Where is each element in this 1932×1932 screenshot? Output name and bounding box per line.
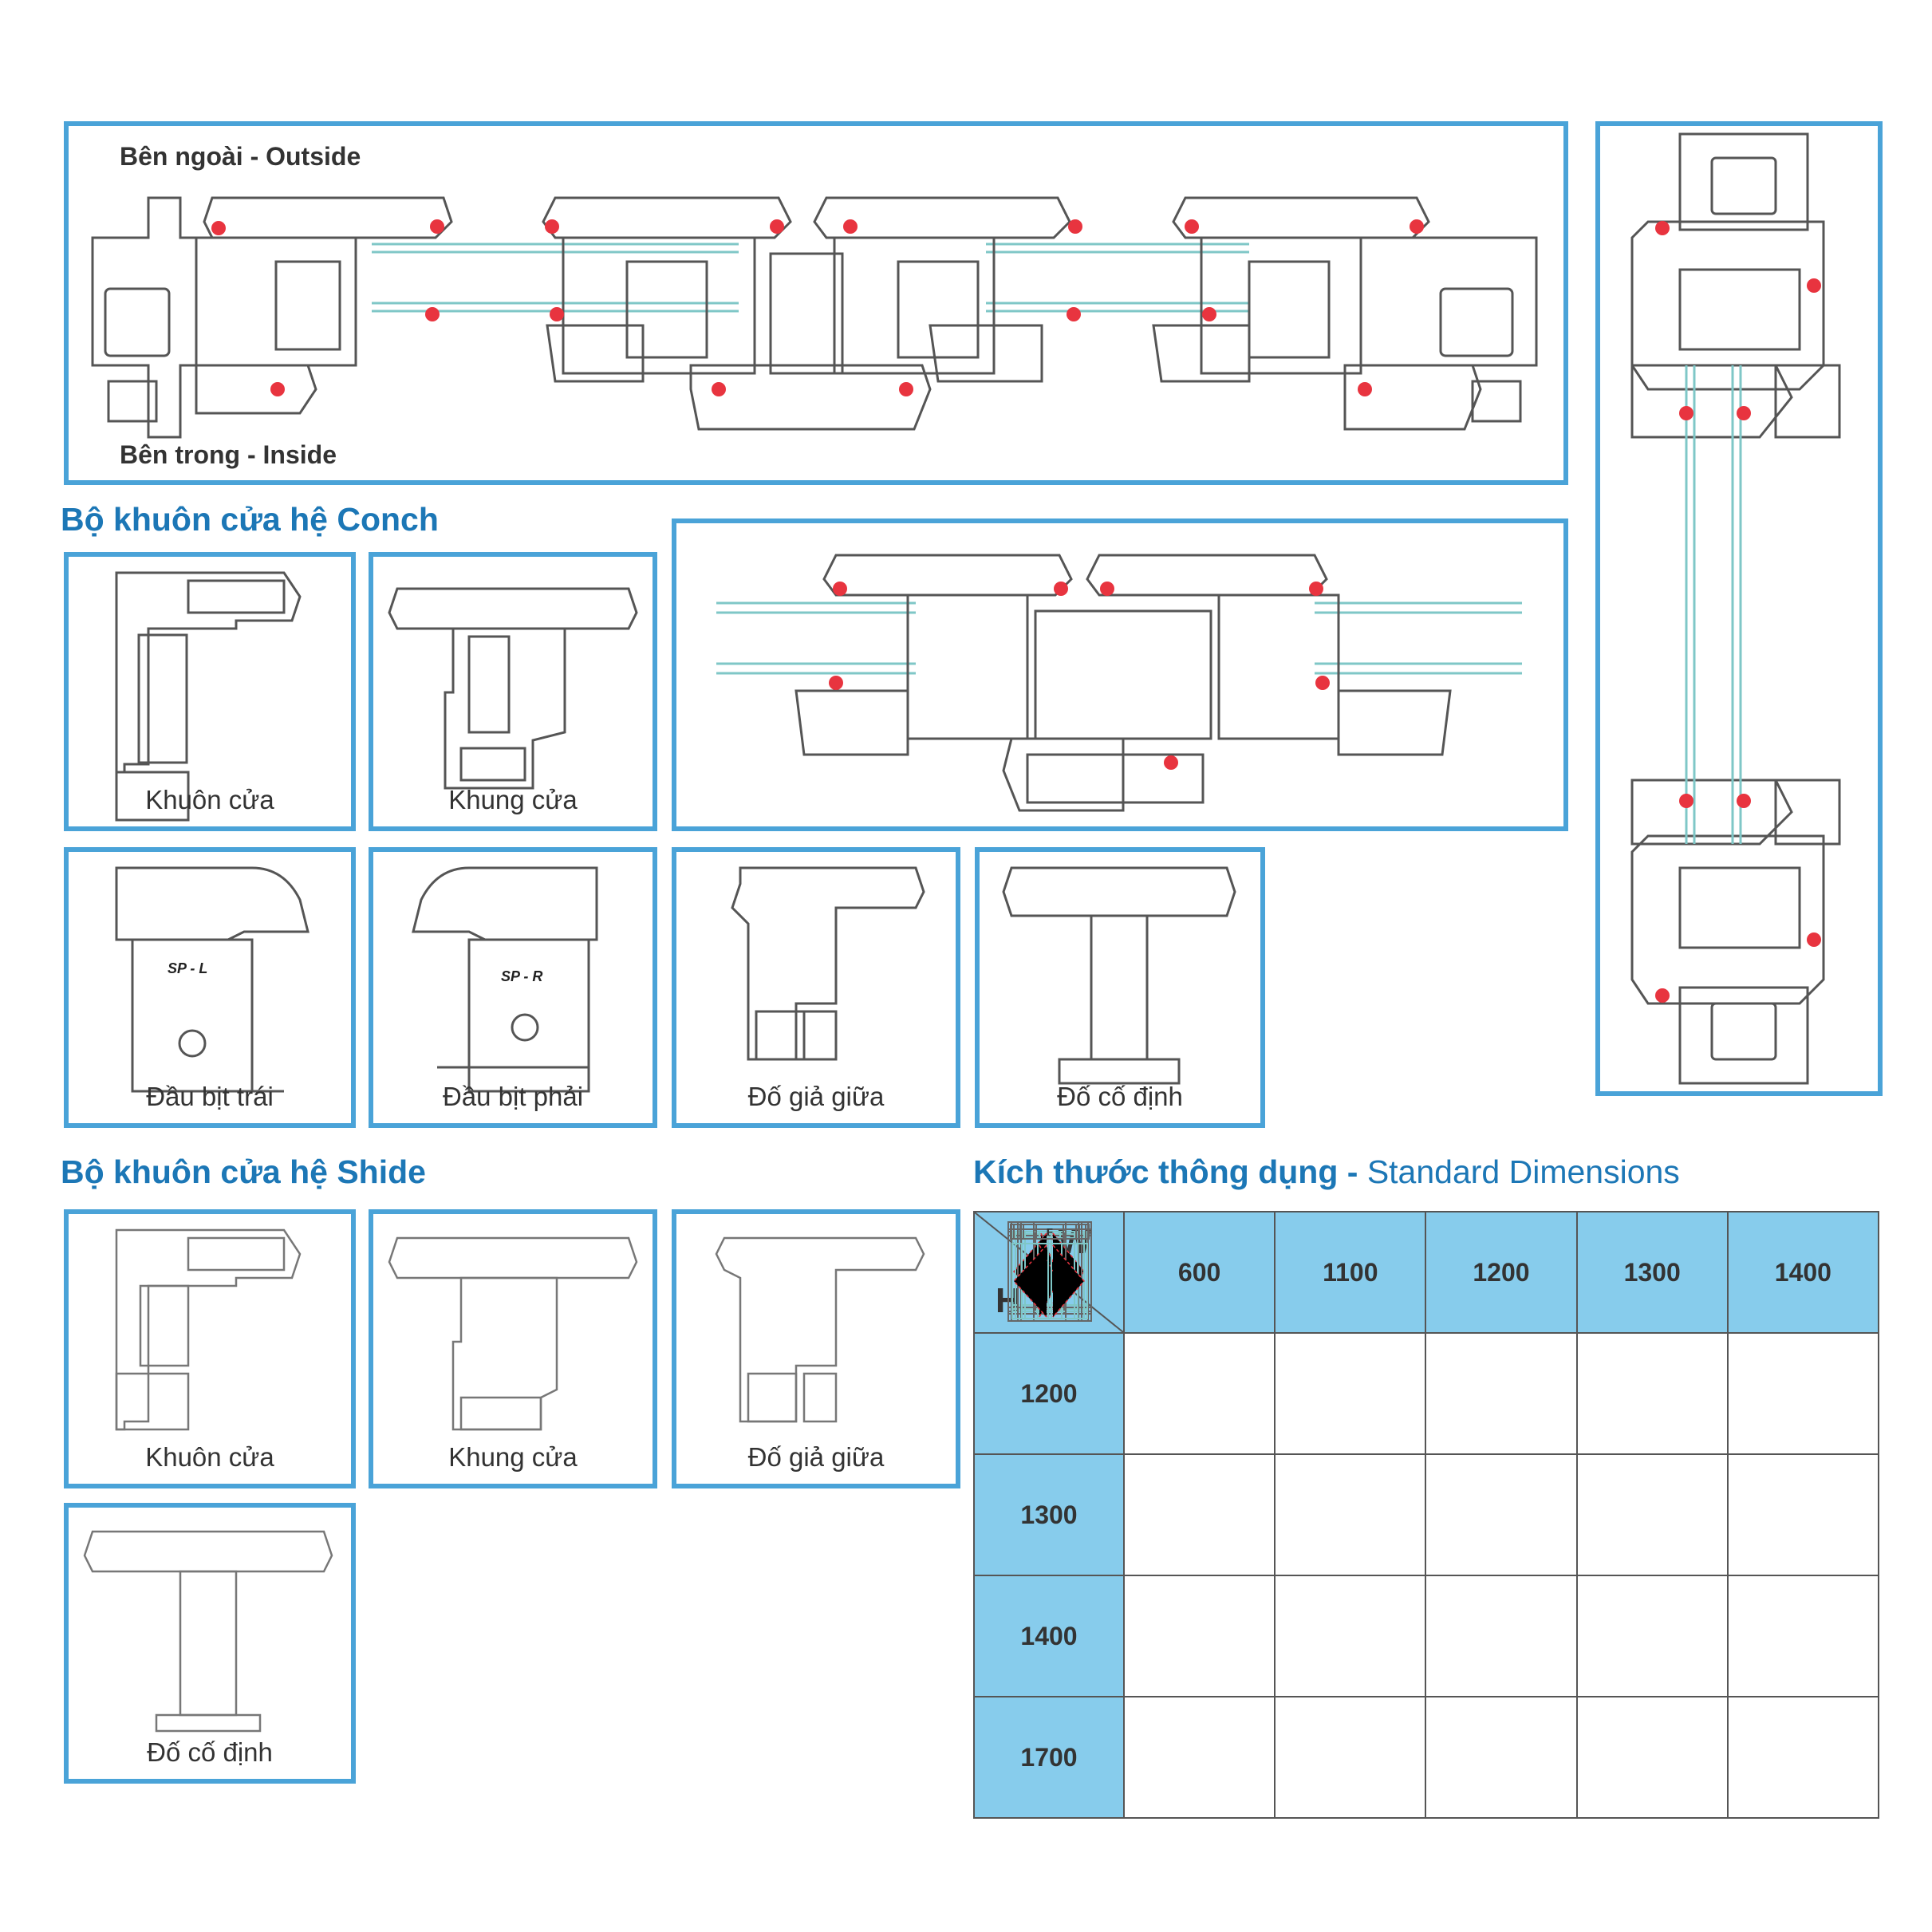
- height-header: 1400: [973, 1575, 1125, 1697]
- caption: Đố giả giữa: [747, 1082, 885, 1111]
- fixed-pane-label: F: [1047, 1226, 1053, 1238]
- height-header: 1300: [973, 1453, 1125, 1576]
- window-cell: [1017, 1228, 1578, 1697]
- caption: Đố giả giữa: [747, 1442, 885, 1472]
- conch-do-co-dinh-drawing: [1002, 866, 1236, 1085]
- conch-dau-bit-phai-card: SP - R Đầu bịt phải: [369, 847, 657, 1128]
- outside-label: Bên ngoài - Outside: [120, 142, 361, 171]
- window-cell: [1035, 1235, 1276, 1455]
- window-cell: [1011, 1235, 1729, 1455]
- width-header: 600: [1122, 1211, 1276, 1334]
- conch-assembly-drawing: [716, 554, 1522, 812]
- dimensions-heading-bold: Kích thước thông dụng -: [973, 1153, 1367, 1190]
- assembly-section-drawing: [91, 196, 1538, 439]
- inside-label: Bên trong - Inside: [120, 440, 337, 469]
- conch-khuon-cua-card: Khuôn cửa: [64, 552, 356, 831]
- window-cell: F: [1020, 1221, 1427, 1819]
- window-cell: [1011, 1228, 1729, 1697]
- window-cell: [1007, 1228, 1880, 1697]
- shide-heading: Bộ khuôn cửa hệ Shide: [61, 1153, 426, 1190]
- shide-khung-cua-card: Khung cửa: [369, 1209, 657, 1488]
- width-header: 1100: [1274, 1211, 1427, 1334]
- window-cell: [1035, 1228, 1276, 1697]
- caption: Khung cửa: [448, 1442, 578, 1472]
- height-header: 1200: [973, 1332, 1125, 1455]
- conch-dau-bit-phai-drawing: [412, 866, 598, 1093]
- sp-l-tag: SP - L: [168, 960, 208, 976]
- width-header: 1300: [1575, 1211, 1729, 1334]
- assembly-section-panel: Bên ngoài - Outside Bên trong - Inside: [64, 121, 1568, 485]
- vertical-section-panel: [1595, 121, 1883, 1096]
- window-icon: F: [1007, 1221, 1092, 1322]
- vertical-section-drawing: [1630, 132, 1841, 1085]
- conch-heading: Bộ khuôn cửa hệ Conch: [61, 501, 439, 538]
- caption: Đố cố định: [1057, 1082, 1183, 1111]
- window-cell: [1035, 1231, 1276, 1576]
- shide-do-gia-giua-card: Đố giả giữa: [672, 1209, 960, 1488]
- fixed-pane-label: F: [1047, 1226, 1053, 1238]
- conch-dau-bit-trai-card: SP - L Đầu bịt trái: [64, 847, 356, 1128]
- dimensions-heading: Kích thước thông dụng - Standard Dimensi…: [973, 1153, 1680, 1191]
- window-cell: [1007, 1231, 1880, 1576]
- conch-khung-cua-drawing: [388, 587, 638, 790]
- shide-khuon-cua-card: Khuôn cửa: [64, 1209, 356, 1488]
- window-cell: F: [1033, 1221, 1276, 1819]
- conch-do-co-dinh-card: Đố cố định: [975, 847, 1265, 1128]
- shide-do-gia-giua-drawing: [715, 1236, 925, 1423]
- width-header: 1200: [1425, 1211, 1578, 1334]
- width-header: 1400: [1726, 1211, 1880, 1334]
- window-cell: [1020, 1228, 1427, 1697]
- conch-khung-cua-card: Khung cửa: [369, 552, 657, 831]
- conch-do-gia-giua-drawing: [731, 866, 925, 1061]
- height-header: 1700: [973, 1696, 1125, 1819]
- window-cell: [1017, 1231, 1578, 1576]
- window-cell: F: [1017, 1221, 1578, 1819]
- shide-khuon-cua-drawing: [115, 1228, 302, 1431]
- window-cell: [1020, 1235, 1427, 1455]
- window-cell: [1007, 1235, 1880, 1455]
- fixed-pane-label: F: [1047, 1226, 1053, 1238]
- fixed-pane-label: F: [1047, 1226, 1053, 1238]
- conch-khuon-cua-drawing: [115, 571, 302, 822]
- window-cell: [1017, 1235, 1578, 1455]
- shide-do-co-dinh-card: Đố cố định: [64, 1503, 356, 1784]
- caption: Đầu bịt phải: [442, 1082, 584, 1111]
- caption: Khung cửa: [448, 785, 578, 814]
- dimensions-heading-light: Standard Dimensions: [1366, 1153, 1680, 1190]
- conch-assembly-panel: [672, 518, 1568, 831]
- shide-do-co-dinh-drawing: [83, 1530, 333, 1733]
- caption: Đố cố định: [147, 1737, 273, 1767]
- caption: Khuôn cửa: [145, 785, 274, 814]
- window-cell: [1020, 1231, 1427, 1576]
- sp-r-tag: SP - R: [501, 968, 543, 984]
- window-cell: F: [1007, 1221, 1880, 1819]
- window-cell: F: [1011, 1221, 1729, 1819]
- fixed-pane-label: F: [1047, 1226, 1053, 1238]
- dimensions-table: W H 600 1100 1200 1300 1400 1200 1300 14…: [973, 1211, 1880, 1819]
- shide-khung-cua-drawing: [388, 1236, 638, 1431]
- conch-do-gia-giua-card: Đố giả giữa: [672, 847, 960, 1128]
- conch-dau-bit-trai-drawing: [115, 866, 310, 1093]
- caption: Khuôn cửa: [145, 1442, 274, 1472]
- caption: Đầu bịt trái: [146, 1082, 274, 1111]
- window-cell: [1011, 1231, 1729, 1576]
